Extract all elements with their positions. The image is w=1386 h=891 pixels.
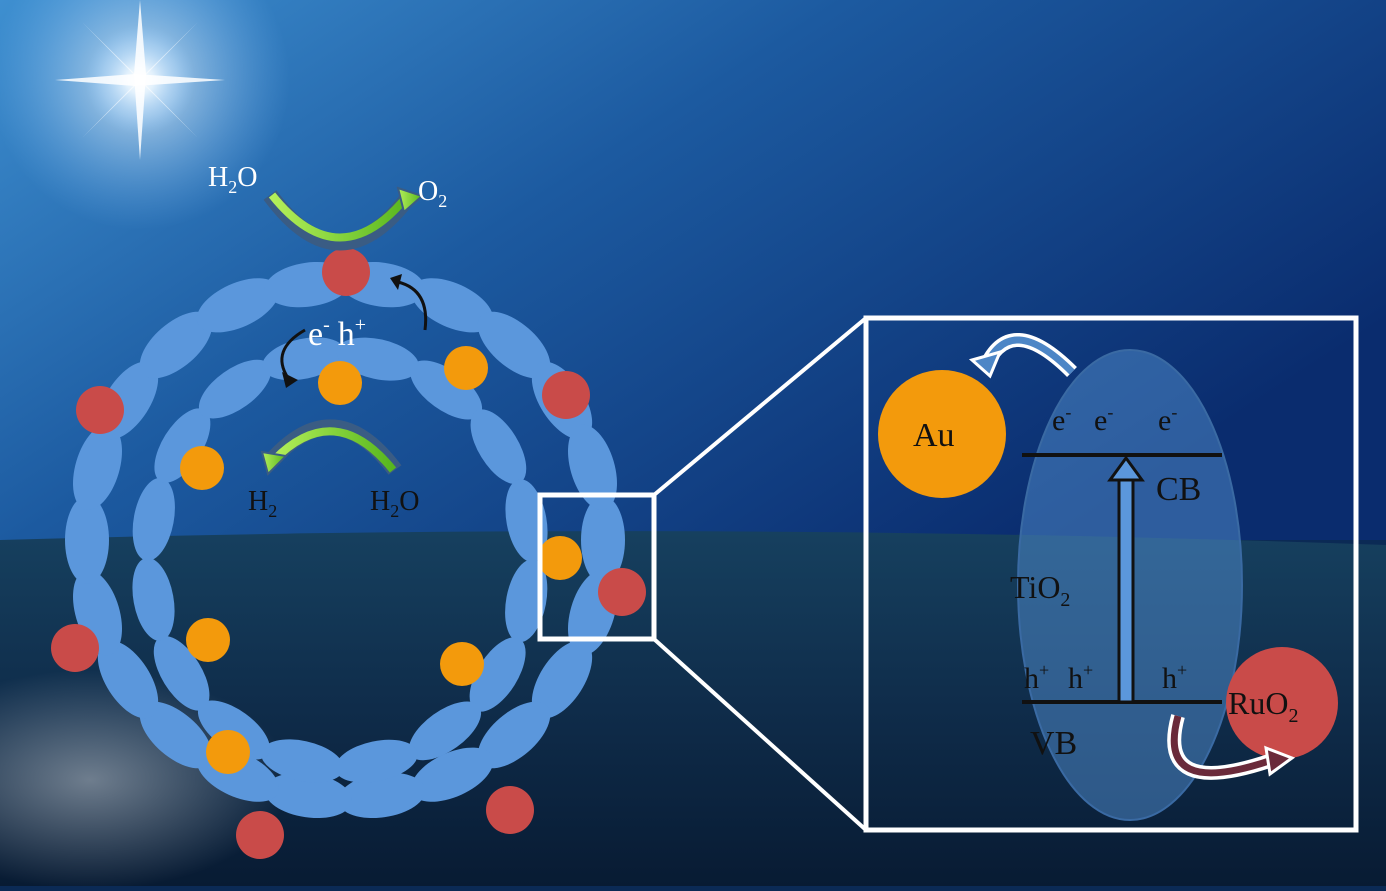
ruo2-label: RuO2 (1228, 685, 1298, 727)
outer-ring-segment (568, 424, 617, 510)
au-particle (878, 370, 1006, 498)
sun-icon (0, 0, 290, 230)
inner-ring-segment (470, 409, 527, 484)
ruo2-particle (1226, 647, 1338, 759)
inner-ring-segment (469, 637, 526, 712)
inner-ring-segment (505, 559, 548, 643)
inner-ring-segment (335, 739, 418, 783)
outer-ring-segment (411, 278, 494, 333)
ruo2-dot (598, 568, 646, 616)
au-dot (206, 730, 250, 774)
band-diagram-inset: Au RuO2 TiO2 CB VB e- e- e- h+ h+ h+ (863, 315, 1359, 833)
cb-electron-3: e- (1158, 402, 1177, 437)
ruo2-dot (236, 811, 284, 859)
electron-transfer-arrow-icon (968, 333, 1077, 379)
ruo2-dot (51, 624, 99, 672)
zoom-line-bottom (652, 637, 868, 832)
inner-ring-segment (154, 408, 211, 483)
ruo2-dot (486, 786, 534, 834)
inner-ring-segment (408, 701, 482, 761)
outer-ring-segment (139, 701, 213, 769)
outer-ring-segment (531, 640, 593, 719)
zoom-line-top (652, 316, 868, 497)
outer-ring-segment (65, 496, 109, 584)
vb-hole-1: h+ (1024, 660, 1049, 695)
inner-ring-segment (132, 477, 175, 561)
inner-ring-segment (505, 479, 548, 563)
ruo2-dot (542, 371, 590, 419)
outer-ring-segment (338, 772, 426, 819)
vb-hole-2: h+ (1068, 660, 1093, 695)
au-dot (440, 642, 484, 686)
hole-transfer-arrow-icon (1167, 714, 1296, 780)
inset-frame (863, 315, 1359, 833)
au-dot (318, 361, 362, 405)
au-dot (180, 446, 224, 490)
outer-ring-segment (581, 496, 625, 584)
cb-electron-2: e- (1094, 402, 1113, 437)
tio2-nanotube-ring (51, 248, 646, 859)
au-dot (444, 346, 488, 390)
vb-label: VB (1030, 725, 1077, 762)
zoom-selection-box (537, 492, 657, 642)
ruo2-dot (322, 248, 370, 296)
top-reactant-label: H2O (208, 162, 257, 197)
outer-ring-segment (73, 424, 122, 510)
inner-ring-segment (261, 739, 344, 783)
outer-ring-segment (264, 772, 352, 819)
reduction-arrow (260, 419, 402, 476)
outer-ring-segment (477, 311, 551, 379)
au-dot (538, 536, 582, 580)
charge-carriers-label: e-h+ (308, 314, 366, 353)
tio2-label: TiO2 (1010, 569, 1070, 611)
bottom-reactant-label: H2O (370, 486, 419, 521)
outer-ring-segment (139, 311, 213, 379)
au-label: Au (913, 417, 955, 454)
cb-electron-1: e- (1052, 402, 1071, 437)
outer-ring-segment (196, 278, 279, 333)
excitation-arrow-icon (1107, 455, 1145, 704)
oxidation-arrow (263, 186, 424, 251)
outer-ring-segment (477, 701, 551, 769)
inner-ring-segment (132, 557, 175, 641)
vb-hole-3: h+ (1162, 660, 1187, 695)
inner-ring-segment (153, 636, 210, 711)
inner-ring-segment (198, 359, 272, 419)
bottom-product-label: H2 (248, 486, 277, 521)
charge-transfer-arrows (280, 274, 428, 388)
outer-ring-segment (411, 747, 494, 802)
au-dot (186, 618, 230, 662)
top-product-label: O2 (418, 176, 447, 211)
inner-ring-segment (410, 360, 483, 420)
outer-ring-segment (97, 640, 159, 719)
inner-ring-segment (197, 700, 270, 760)
cb-label: CB (1156, 471, 1201, 508)
ruo2-dot (76, 386, 124, 434)
